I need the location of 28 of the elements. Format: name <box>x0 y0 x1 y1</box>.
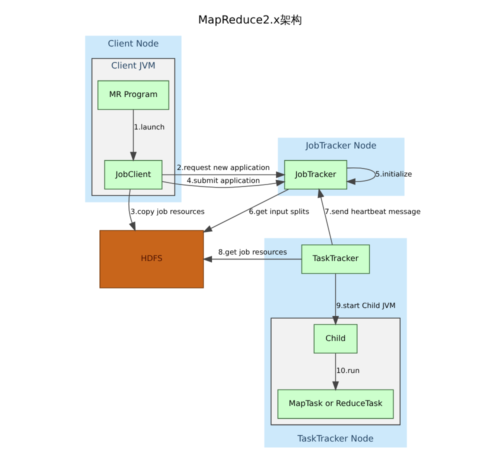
edge-label: 4.submit application <box>186 176 260 185</box>
edge-label: 5.initialize <box>375 170 412 179</box>
arrow <box>162 171 286 178</box>
node-box: TaskTracker <box>301 244 370 274</box>
arrow <box>202 256 302 263</box>
cluster <box>270 318 400 426</box>
arrow <box>346 168 376 185</box>
arrow <box>332 273 339 326</box>
node-box: HDFS <box>100 230 204 288</box>
edge-label: 9.start Child JVM <box>336 300 396 310</box>
edge-label: 6.get input splits <box>248 206 310 216</box>
arrow <box>332 353 339 391</box>
edge-label: 2.request new application <box>176 163 270 172</box>
arrow <box>202 188 289 233</box>
node-box: JobTracker <box>284 160 348 190</box>
node-box: MR Program <box>98 80 170 110</box>
arrow <box>130 109 137 162</box>
diagram-title: MapReduce2.x架构 <box>198 14 302 27</box>
arrow <box>162 180 286 188</box>
edge-label: 1.launch <box>134 122 165 132</box>
node-box: MapTask or ReduceTask <box>277 389 394 419</box>
node-box: JobClient <box>104 160 162 190</box>
edge-label: 7.send heartbeat message <box>324 206 421 216</box>
arrow <box>128 188 136 232</box>
arrow <box>318 188 333 246</box>
edge-label: 3.copy job resources <box>130 206 205 216</box>
edge-label: 10.run <box>336 366 360 376</box>
node-box: Child <box>314 324 358 354</box>
